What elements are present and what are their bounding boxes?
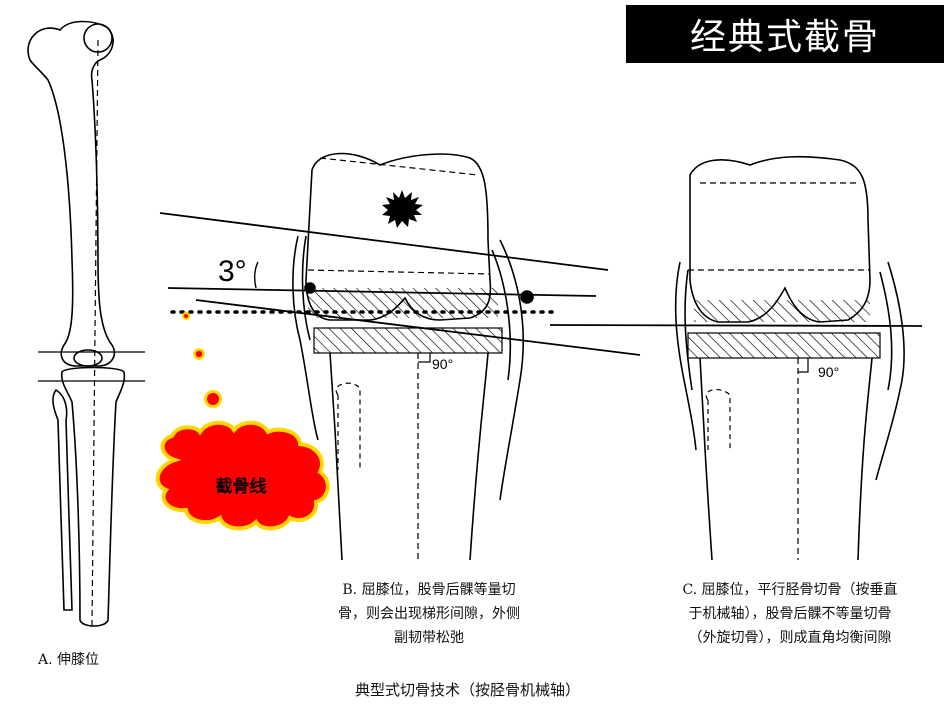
right-angle-label-b: 90° — [432, 356, 454, 372]
fibula-a — [52, 388, 73, 611]
cloud-label: 截骨线 — [215, 477, 267, 497]
lateral-ligament-c — [875, 261, 905, 481]
tibia-cut-band-b — [313, 327, 503, 354]
tibia-a — [60, 366, 126, 627]
main-caption: 典型式切骨技术（按胫骨机械轴） — [355, 681, 581, 699]
femoral-head — [83, 23, 113, 53]
caption-a: A. 伸膝位 — [38, 652, 100, 668]
caption-b: B. 屈膝位，股骨后髁等量切 骨，则会出现梯形间隙，外侧 副韧带松弛 — [284, 578, 574, 650]
tibia-cut-band-c — [687, 332, 881, 359]
figure-c-knee — [674, 155, 905, 561]
femur-c — [689, 155, 871, 323]
tibia-b — [329, 352, 489, 561]
caption-b-line1: B. 屈膝位，股骨后髁等量切 — [342, 582, 516, 598]
angle-arc — [253, 261, 259, 289]
femur-a — [27, 20, 116, 367]
medial-ligament-b — [292, 235, 319, 441]
cut-line-upper — [159, 212, 609, 271]
medial-ligament-c — [674, 261, 697, 451]
page-title: 经典式截骨 — [626, 5, 944, 63]
callout-cloud — [155, 420, 330, 531]
caption-b-line3: 副韧带松弛 — [394, 630, 464, 646]
cut-line-right — [549, 324, 923, 327]
right-angle-label-c: 90° — [818, 364, 840, 380]
cut-line-oblique — [195, 299, 641, 356]
femur-cut-band-c — [694, 300, 870, 322]
caption-c-line3: （外旋切骨），则成直角均衡间隙 — [688, 630, 892, 646]
callout-bubbles — [155, 312, 330, 531]
caption-c-line2: 于机械轴），股骨后髁不等量切骨 — [688, 606, 892, 622]
caption-b-line2: 骨，则会出现梯形间隙，外侧 — [338, 606, 520, 622]
caption-c-line1: C. 屈膝位，平行胫骨切骨（按垂直 — [682, 582, 898, 598]
figure-a-leg — [27, 20, 145, 627]
figure-b-knee — [292, 152, 534, 561]
tibia-c — [699, 357, 873, 561]
lateral-ligament-b — [491, 239, 525, 501]
osteotomy-lines — [159, 212, 923, 356]
cut-line-horizontal — [167, 287, 597, 297]
mechanical-axis-a — [91, 39, 99, 626]
patella-a — [73, 349, 103, 367]
caption-c: C. 屈膝位，平行胫骨切骨（按垂直 于机械轴），股骨后髁不等量切骨 （外旋切骨）… — [640, 578, 940, 650]
starburst-marker — [382, 190, 423, 228]
angle-label: 3° — [218, 255, 247, 288]
